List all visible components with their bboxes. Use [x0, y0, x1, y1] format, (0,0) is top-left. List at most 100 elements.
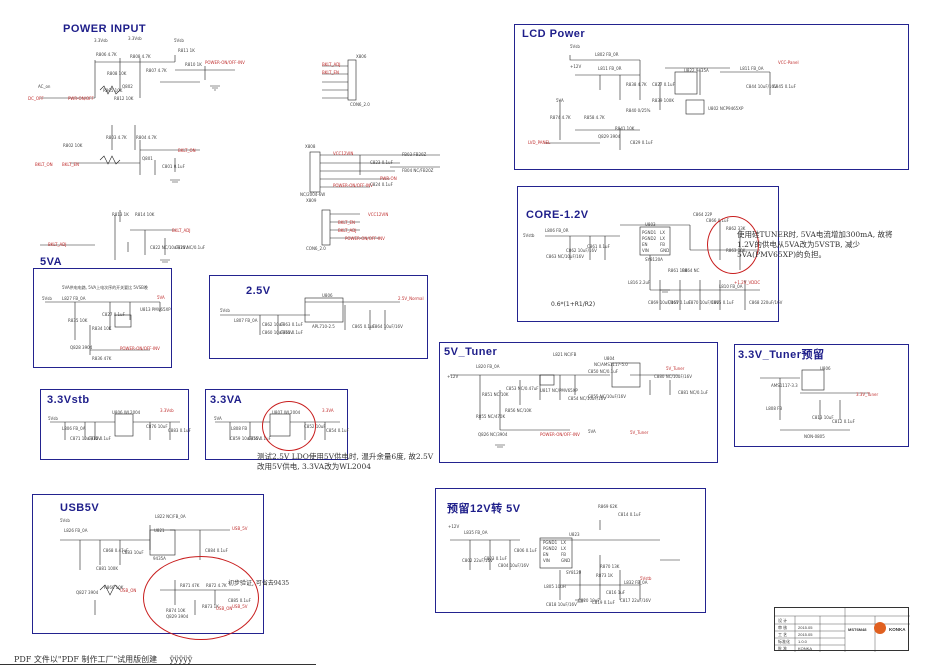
component-label: C861 0.1uF	[587, 244, 610, 249]
component-label: NC/2004-6W	[300, 192, 326, 197]
component-label: C823 0.1uF	[370, 160, 393, 165]
component-label: APL710-2.5	[312, 324, 335, 329]
component-label: PGND2	[543, 546, 558, 551]
component-label: FB04 NC/FB20Z	[402, 168, 434, 173]
net-label: BKLT_ADJ	[338, 228, 357, 233]
net-label: PWR-ON	[380, 176, 397, 181]
component-label: R836 47K	[92, 356, 112, 361]
title-usb5v: USB5V	[60, 502, 100, 514]
core-formula: 0.6*(1+R1/R2)	[551, 301, 596, 308]
component-label: L807 FB_0A	[234, 318, 258, 323]
title-3.3vstb: 3.3Vstb	[47, 394, 90, 406]
component-label: NC/AMS1117-5.0	[594, 362, 628, 367]
component-label: R869 62K	[598, 504, 618, 509]
net-label: BKLT_ADJ	[48, 242, 67, 247]
component-label: R841 10K	[615, 126, 635, 131]
component-label: R834 10K	[92, 326, 112, 331]
component-label: C806 0.1uF	[514, 548, 537, 553]
component-label: L821 NC/FB	[553, 352, 577, 357]
component-label: R858 4.7K	[584, 115, 605, 120]
component-label: C871 10uF/16V	[70, 436, 101, 441]
usb-note: 初步验证, 可省去9435	[228, 580, 290, 587]
component-label: C870 10uF/16V	[688, 300, 719, 305]
annotation-circle-usb	[143, 556, 259, 640]
component-label: U802 NCP9465XP	[708, 106, 744, 111]
net-label: 3.3Vsb	[160, 408, 174, 413]
component-label: 9435A	[153, 556, 166, 561]
component-label: C829 0.1uF	[630, 140, 653, 145]
component-label: C881 NC/0.1uF	[678, 390, 709, 395]
component-label: C801 0.1uF	[162, 164, 185, 169]
component-label: 5Vsb	[220, 308, 230, 313]
component-label: C869 10uF/16V	[648, 300, 679, 305]
component-label: FB	[660, 242, 666, 247]
2.5v-box	[209, 275, 428, 359]
net-label: POWER-ON/OFF-INV	[345, 236, 385, 241]
net-label: BKLT_ON	[35, 162, 53, 167]
component-label: C802 22uF/16V	[462, 558, 493, 563]
component-label: X806	[356, 54, 367, 59]
title-block-row: 审 核	[778, 625, 788, 630]
component-label: R861 10K	[668, 268, 688, 273]
component-label: C883 0.1uF	[168, 428, 191, 433]
component-label: C817 22uF/16V	[620, 598, 651, 603]
component-label: LX	[561, 540, 566, 545]
component-label: C868 220uF/16V	[749, 300, 783, 305]
pdf-watermark: PDF 文件以"PDF 制作工厂"试用版创建 ÿÿÿÿÿ	[14, 654, 192, 665]
component-label: C867 0.1uF	[668, 300, 691, 305]
net-label: POWER-ON/OFF-INV	[540, 432, 580, 437]
component-label: R808 4.7K	[130, 54, 151, 59]
title-block-grid	[775, 608, 910, 652]
component-label: C804 10uF/16V	[498, 563, 529, 568]
pdf-watermark-text: PDF 文件以"PDF 制作工厂"试用版创建	[14, 655, 158, 664]
component-label: GND	[561, 558, 571, 563]
component-label: C854 NC/10uF/16V	[568, 396, 606, 401]
component-label: U817 NC/PMV65XP	[540, 388, 578, 393]
component-label: Q827 3904	[76, 590, 99, 595]
net-label: USB_5V	[232, 526, 248, 531]
component-label: PGND2	[642, 236, 657, 241]
component-label: R811 1K	[178, 48, 195, 53]
component-label: 5Vstb	[523, 233, 535, 238]
component-label: 5Vsb	[174, 38, 184, 43]
title-power-input: POWER INPUT	[63, 23, 147, 35]
component-label: U806	[322, 293, 333, 298]
title-5v-tuner: 5V_Tuner	[444, 346, 498, 358]
component-label: LX	[561, 546, 566, 551]
component-label: U806	[820, 366, 831, 371]
annotation-circle-3.3va	[262, 401, 316, 451]
usb5v-box	[32, 494, 264, 634]
component-label: FB	[561, 552, 567, 557]
component-label: C872 0.1uF	[88, 436, 111, 441]
title-5va: 5VA	[40, 256, 63, 268]
component-label: C863 0.1uF	[280, 322, 303, 327]
component-label: R810 1K	[185, 62, 202, 67]
net-label: BKLT_EN	[338, 220, 356, 225]
component-label: 5VA供电电路, 5VA上电次序的开关要比 5VSB晚	[62, 285, 148, 290]
title-core: CORE-1.2V	[526, 209, 589, 221]
konka-logo-icon	[874, 622, 886, 634]
component-label: EN	[642, 242, 648, 247]
title-3.3va: 3.3VA	[210, 394, 243, 406]
component-label: +12V	[447, 374, 459, 379]
component-label: AC_on	[38, 84, 51, 89]
lcd-power-box	[514, 24, 909, 170]
component-label: L810 FB_0A	[719, 284, 743, 289]
component-label: C855 0.1uF	[248, 436, 271, 441]
component-label: C876 10uF	[146, 424, 168, 429]
component-label: C864 22P	[693, 212, 713, 217]
component-label: L808 FB	[766, 406, 783, 411]
component-label: C868 0.47uF	[103, 548, 129, 553]
component-label: C822 NC/10uF/16V	[150, 245, 188, 250]
component-label: R874 4.7K	[550, 115, 571, 120]
component-label: AMS1117-3.3	[771, 383, 798, 388]
component-label: U821	[154, 528, 165, 533]
component-label: R866 10K	[104, 585, 124, 590]
component-label: GND	[660, 248, 670, 253]
component-label: R813 1K	[112, 212, 129, 217]
component-label: 3.3Vsb	[94, 38, 108, 43]
component-label: VIN	[543, 558, 550, 563]
component-label: R802 10K	[63, 143, 83, 148]
component-label: U813 PMV65XP	[140, 307, 171, 312]
component-label: L827 FB_0A	[62, 296, 86, 301]
